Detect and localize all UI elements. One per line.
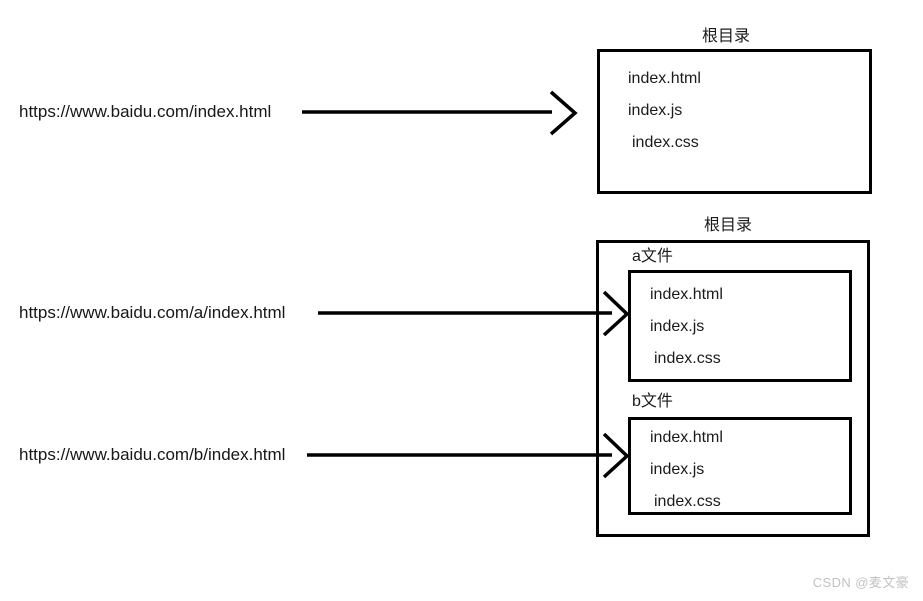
url-label-folder-a: https://www.baidu.com/a/index.html: [19, 303, 286, 322]
file-item: index.css: [654, 493, 721, 510]
file-list-folder-a: index.html index.js index.css: [650, 285, 723, 381]
file-item: index.css: [632, 134, 699, 151]
file-item: index.html: [628, 70, 701, 87]
root-directory-caption-2: 根目录: [704, 217, 753, 234]
url-label-root: https://www.baidu.com/index.html: [19, 102, 272, 121]
folder-a-caption: a文件: [632, 248, 673, 265]
arrow-right-icon-root: [302, 90, 578, 136]
folder-b-box: [628, 417, 852, 515]
file-item: index.html: [650, 429, 723, 446]
file-item: index.js: [650, 318, 705, 335]
file-item: index.js: [650, 461, 705, 478]
arrow-right-icon-folder-a: [318, 290, 630, 337]
url-label-folder-b: https://www.baidu.com/b/index.html: [19, 445, 286, 464]
file-item: index.html: [650, 286, 723, 303]
watermark: CSDN @麦文豪: [812, 575, 909, 590]
root-directory-box-2: [596, 240, 870, 537]
root-directory-caption-1: 根目录: [702, 28, 751, 45]
file-item: index.css: [654, 350, 721, 367]
folder-a-box: [628, 270, 852, 382]
file-item: index.js: [628, 102, 683, 119]
file-list-root: index.html index.js index.css: [628, 69, 701, 165]
arrow-right-icon-folder-b: [307, 432, 630, 479]
file-list-folder-b: index.html index.js index.css: [650, 428, 723, 524]
folder-b-caption: b文件: [632, 393, 673, 410]
root-directory-box-1: [597, 49, 872, 194]
